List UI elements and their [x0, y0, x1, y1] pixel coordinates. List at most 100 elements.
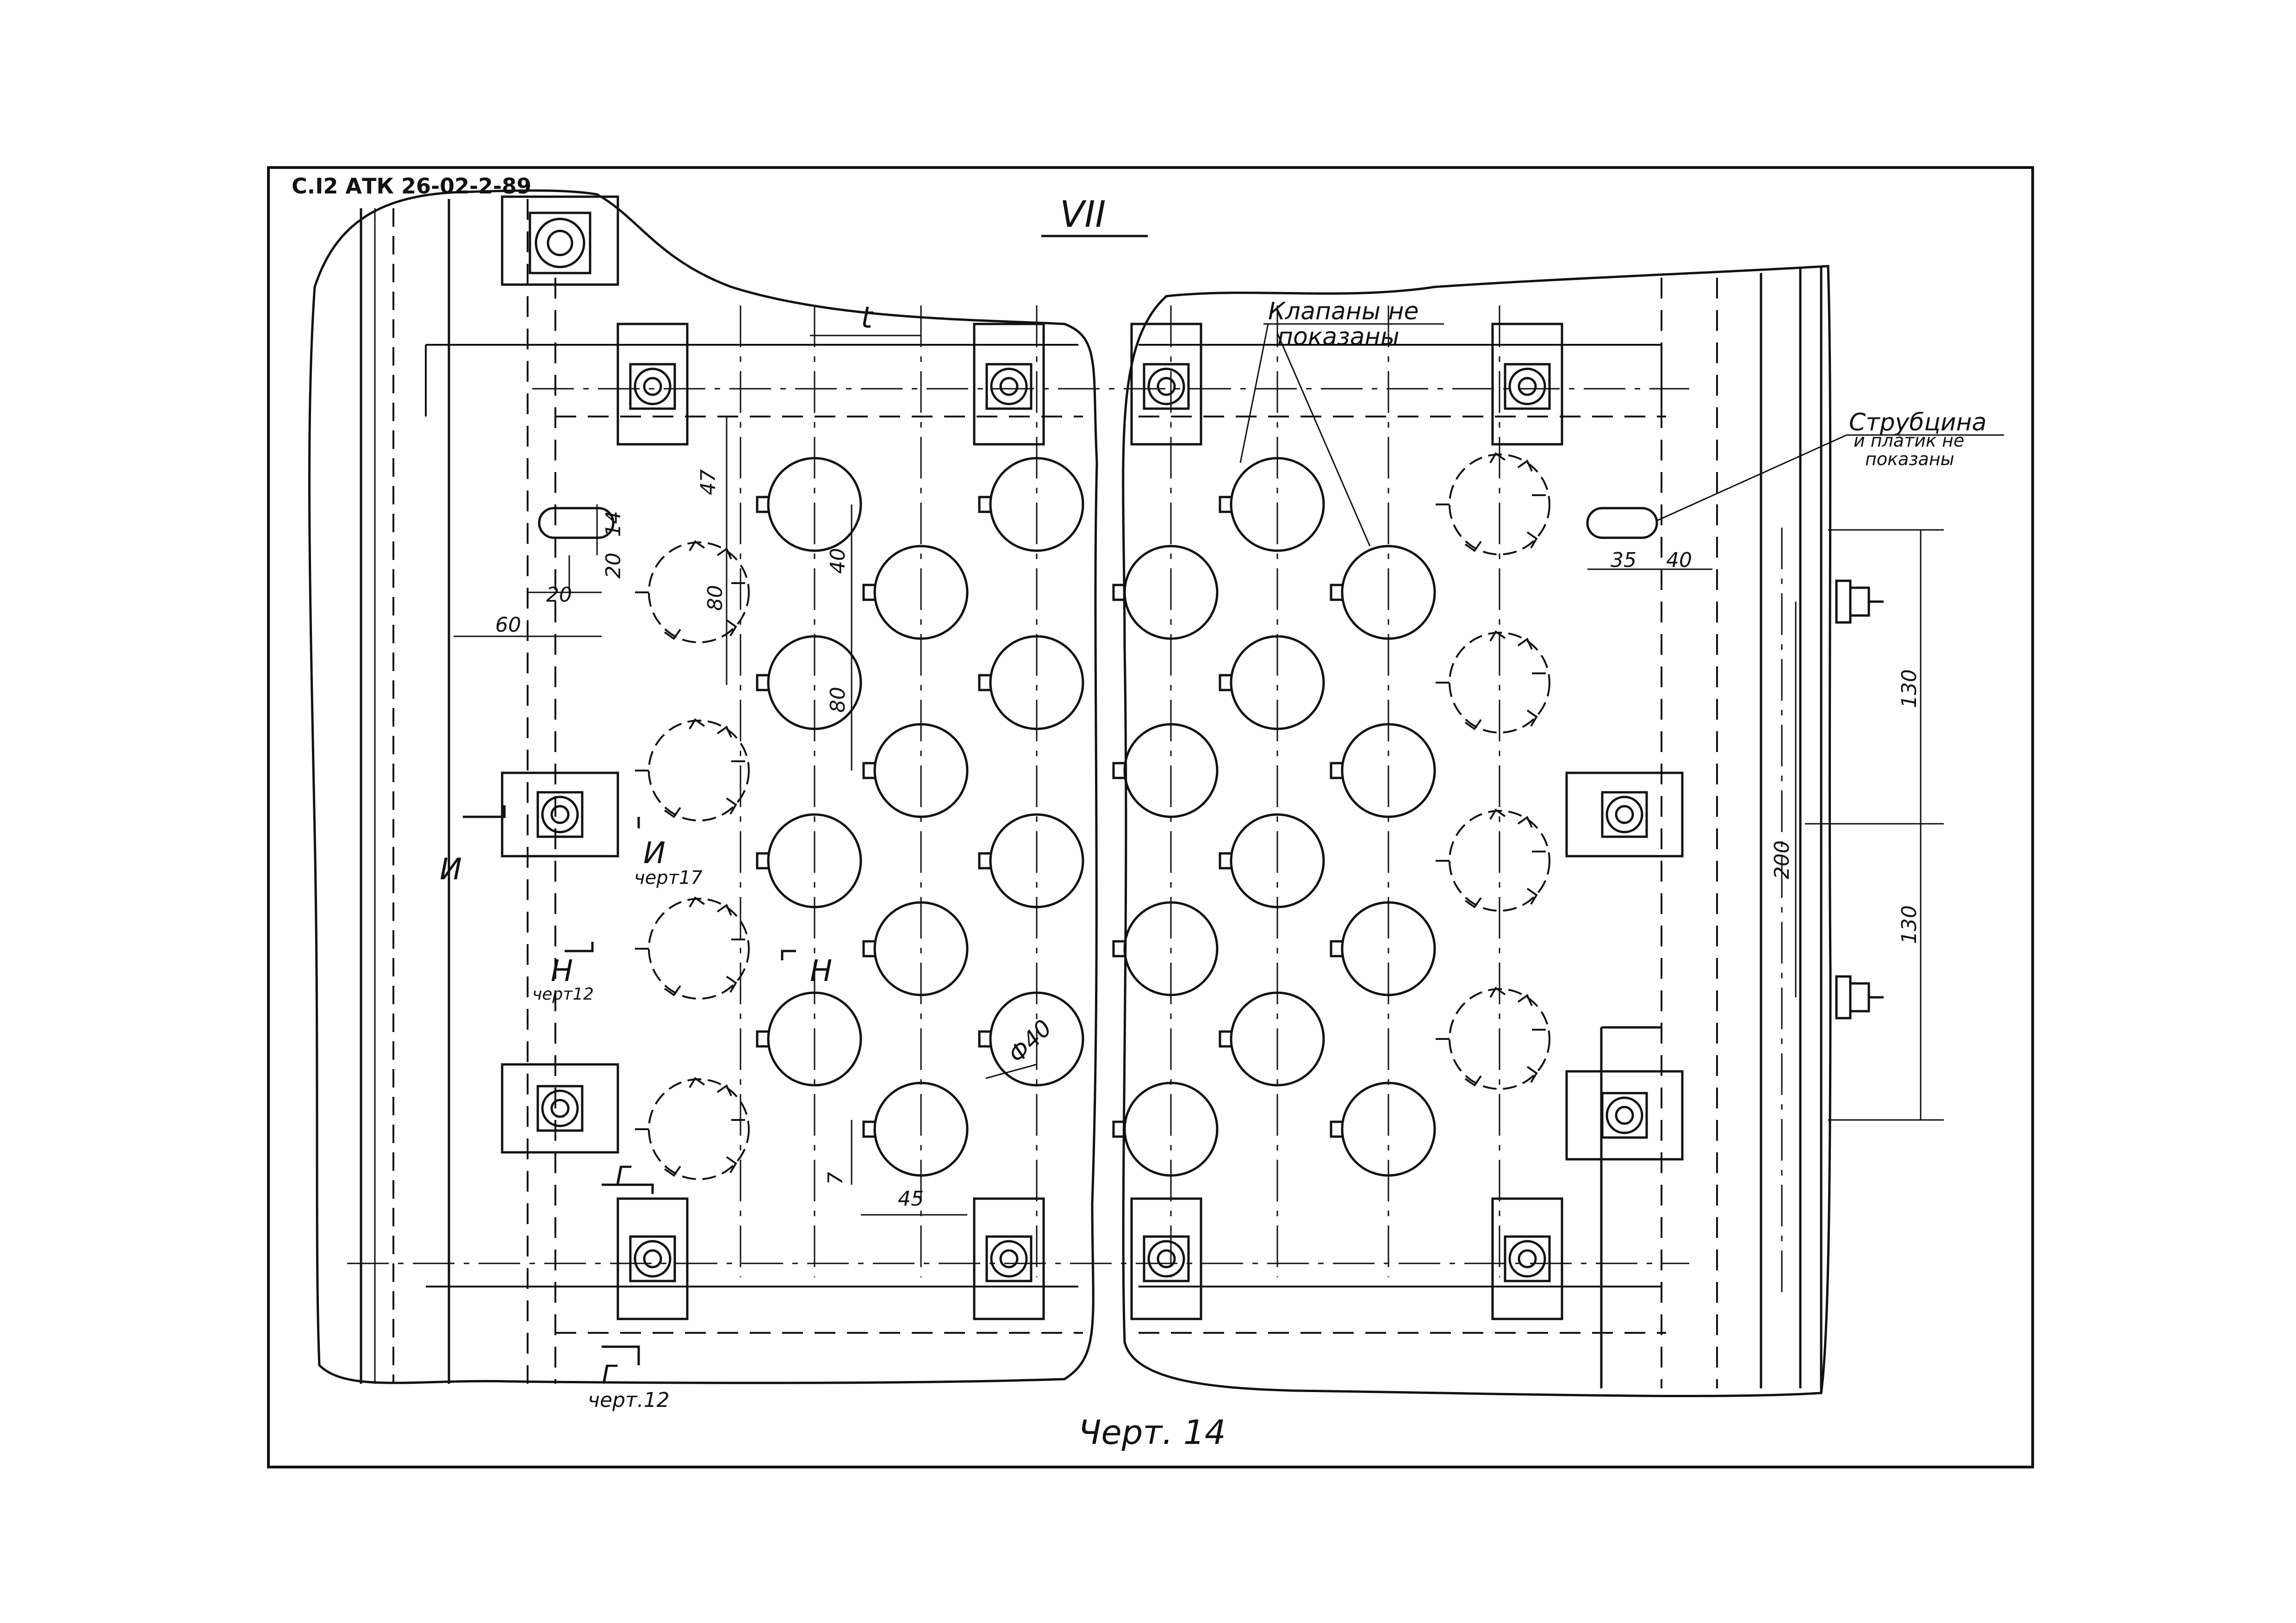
left-slot [538, 507, 615, 539]
clamp-plate [501, 771, 619, 858]
section-I-reference: черт17 [634, 867, 703, 889]
section-G-lower-arrow [602, 1345, 640, 1365]
note-clamp-line2: и платик не [1854, 430, 1964, 451]
valve-seat [635, 896, 750, 1000]
section-N-right-arrow [781, 950, 796, 960]
leader-lines [985, 323, 2004, 1079]
valve-seat [635, 718, 750, 821]
valve-opening [756, 635, 862, 730]
dim-14: 14 [602, 511, 625, 537]
clamp-plate [1491, 323, 1563, 446]
section-N-reference: черт12 [532, 985, 594, 1004]
center-lines [347, 305, 1783, 1296]
note-clamp-line1: Струбцина [1849, 409, 1987, 436]
valve-opening [978, 813, 1084, 908]
valve-seat [1436, 987, 1550, 1090]
clamp-plate [1491, 1197, 1563, 1320]
dim-130-lower: 130 [1898, 905, 1921, 944]
dim-7: 7 [824, 1172, 847, 1185]
clamp-plate [1565, 771, 1684, 858]
valve-seat [1436, 452, 1550, 555]
section-I-left: И [440, 852, 462, 887]
valve-opening [1112, 1082, 1219, 1177]
header-code: С.I2 АТК 26-02-2-89 [292, 174, 531, 199]
side-bolts [1835, 579, 1884, 1020]
valve-opening [862, 723, 969, 818]
clamp-plate [616, 1197, 689, 1320]
dim-35: 35 [1611, 548, 1636, 572]
view-label: VII [1060, 194, 1106, 236]
section-I-right: И [643, 836, 666, 871]
valve-opening [1219, 457, 1325, 552]
dim-20-horizontal: 20 [546, 583, 572, 607]
valve-opening [1330, 723, 1436, 818]
section-G-label: Г [616, 1161, 632, 1191]
right-slot [1586, 507, 1658, 539]
slots [538, 507, 1658, 539]
sheet-frame [267, 166, 2034, 1468]
side-bolt [1835, 975, 1884, 1020]
valve-opening [756, 991, 862, 1087]
valve-seats [635, 452, 1550, 1180]
valve-opening [1330, 901, 1436, 996]
valve-opening [1330, 1082, 1436, 1177]
dim-40-right: 40 [1666, 548, 1692, 572]
clamp-plate [501, 195, 619, 286]
note-valves-line1: Клапаны не [1268, 298, 1419, 325]
valve-opening [862, 1082, 969, 1177]
dim-40: 40 [826, 548, 850, 574]
valve-seat [1436, 630, 1550, 734]
valve-seat [635, 1077, 750, 1180]
valve-opening [756, 813, 862, 908]
clamp-plate [1130, 323, 1202, 446]
valve-opening [862, 545, 969, 640]
section-N-left: Н [551, 954, 573, 989]
dim-130-upper: 130 [1898, 669, 1921, 708]
valve-opening [978, 991, 1084, 1087]
valve-opening [978, 635, 1084, 730]
valve-opening [1112, 723, 1219, 818]
dim-80-seat: 80 [703, 585, 727, 611]
valve-opening [1219, 635, 1325, 730]
valve-openings [756, 457, 1436, 1177]
clamp-plates [501, 195, 1684, 1320]
horizontal-rails [425, 344, 1666, 1334]
valve-opening [1219, 991, 1325, 1087]
left-half-break-outline [308, 189, 1098, 1384]
section-markers [463, 805, 796, 1365]
valve-seat [1436, 808, 1550, 912]
valve-opening [1112, 545, 1219, 640]
note-clamp-line3: показаны [1865, 449, 1954, 469]
valve-opening [978, 457, 1084, 552]
dimension-lines [454, 335, 1944, 1216]
dim-80-pitch: 80 [826, 687, 850, 713]
side-bolt [1835, 579, 1884, 624]
clamp-plate [616, 323, 689, 446]
dim-60: 60 [495, 613, 521, 637]
dim-200: 200 [1770, 840, 1794, 879]
valve-opening [1112, 901, 1219, 996]
section-I-left-arrow [463, 805, 506, 818]
section-N-left-arrow [565, 942, 594, 952]
dim-45: 45 [898, 1187, 924, 1211]
valve-opening [1219, 813, 1325, 908]
dim-20-vertical: 20 [602, 553, 625, 578]
note-valves-line2: показаны [1277, 323, 1400, 351]
clamp-plate [973, 323, 1045, 446]
section-N-right: Н [810, 954, 832, 989]
clamp-plate [973, 1197, 1045, 1320]
section-G-lower: Г [602, 1360, 618, 1390]
valve-opening [1330, 545, 1436, 640]
dim-pitch-t: t [861, 301, 874, 335]
valve-opening [862, 901, 969, 996]
clamp-plate [1565, 1070, 1684, 1161]
drawing-caption: Черт. 14 [1078, 1413, 1226, 1452]
valve-opening [756, 457, 862, 552]
section-G-arrow [602, 1183, 654, 1194]
right-rails [1600, 266, 1823, 1393]
dim-47: 47 [697, 469, 720, 495]
clamp-plate [501, 1063, 619, 1154]
clamp-plate [1130, 1197, 1202, 1320]
section-G-reference: черт.12 [588, 1388, 670, 1412]
